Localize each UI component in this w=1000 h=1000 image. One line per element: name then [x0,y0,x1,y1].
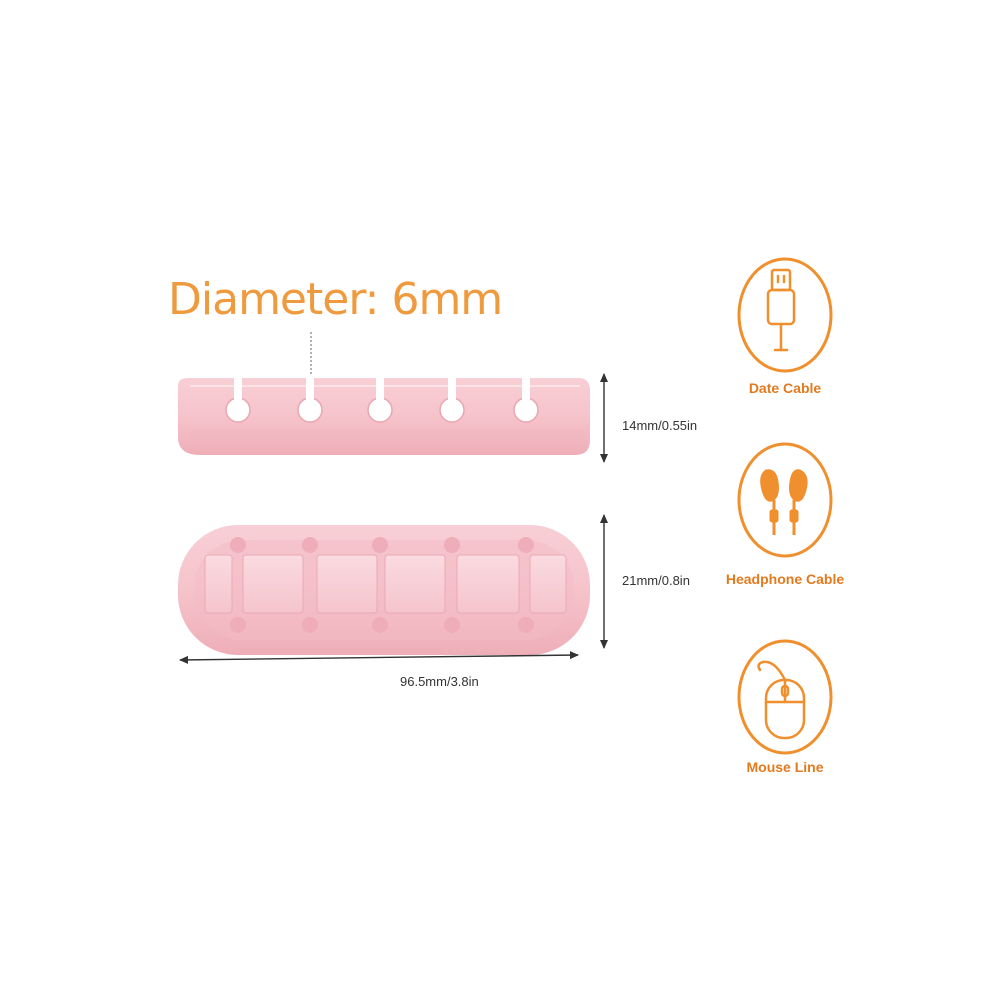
top-view-holder [178,525,590,655]
mouse-icon [757,660,806,740]
length-label: 96.5mm/3.8in [400,674,479,689]
height-label: 14mm/0.55in [622,418,698,433]
use-label-mouse-line: Mouse Line [746,759,824,775]
depth-label: 21mm/0.8in [622,573,690,588]
earphones-icon [760,469,808,535]
use-label-headphone-cable: Headphone Cable [725,571,845,587]
mouse-icon-circle [737,639,833,755]
side-view-holder [178,376,590,455]
length-arrow [179,651,579,664]
usb-cable-icon-circle [737,257,833,373]
diameter-callout: Diameter: 6mm [168,274,503,325]
use-label-date-cable: Date Cable [748,380,822,396]
earphones-icon-circle [737,442,833,558]
usb-cable-icon [766,268,796,352]
